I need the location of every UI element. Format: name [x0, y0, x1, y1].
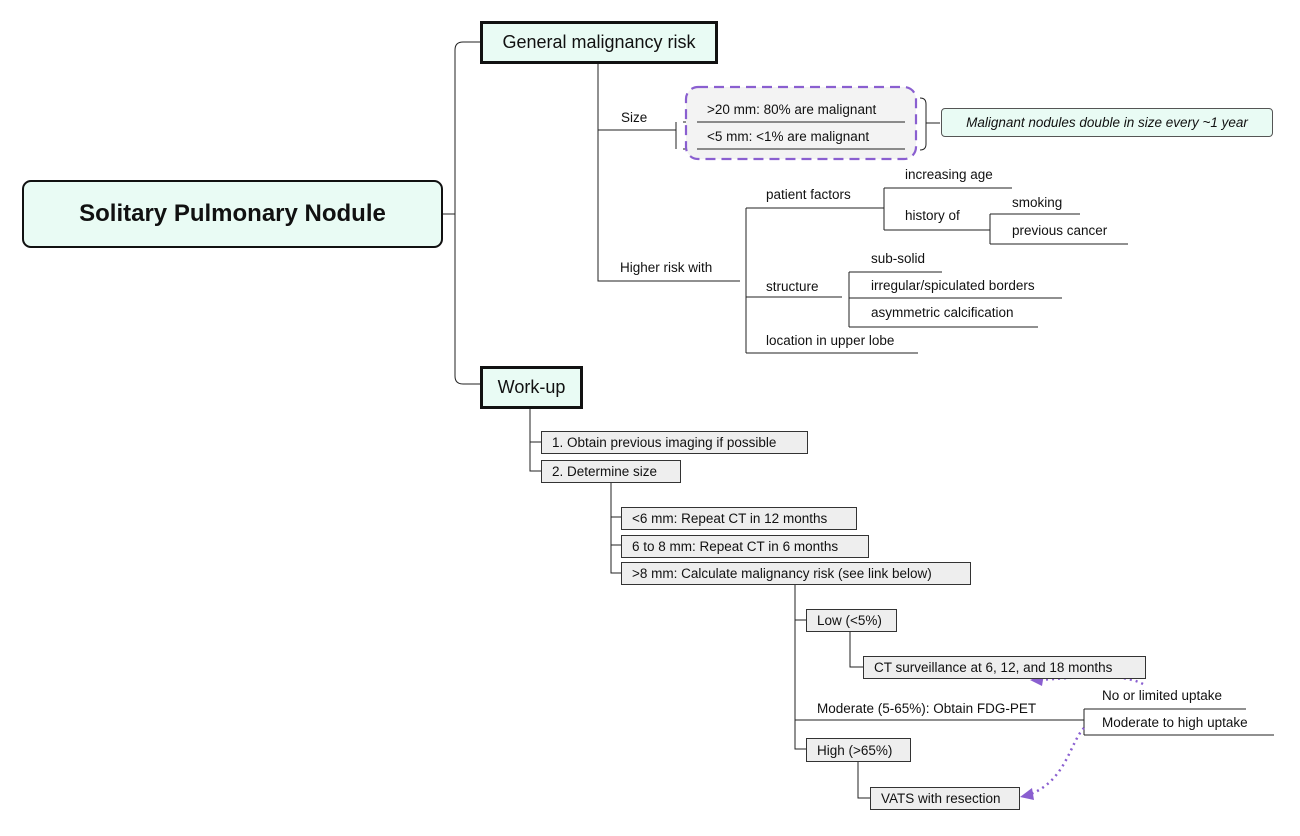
doubling-time-callout[interactable]: Malignant nodules double in size every ~…	[941, 108, 1273, 137]
work-up-node[interactable]: Work-up	[480, 366, 583, 409]
history-item[interactable]: previous cancer	[1012, 223, 1108, 238]
risk-moderate[interactable]: Moderate (5-65%): Obtain FDG-PET	[817, 701, 1037, 716]
high-action[interactable]: VATS with resection	[870, 787, 1020, 810]
size-branch[interactable]: 6 to 8 mm: Repeat CT in 6 months	[621, 535, 869, 558]
low-action[interactable]: CT surveillance at 6, 12, and 18 months	[863, 656, 1146, 679]
history-of-label[interactable]: history of	[905, 208, 960, 223]
increasing-age-label[interactable]: increasing age	[905, 167, 993, 182]
risk-high[interactable]: High (>65%)	[806, 738, 911, 762]
workup-step[interactable]: 1. Obtain previous imaging if possible	[541, 431, 808, 454]
arrowhead-icon	[1020, 788, 1034, 800]
location-label[interactable]: location in upper lobe	[766, 333, 895, 348]
structure-label[interactable]: structure	[766, 279, 819, 294]
size-label[interactable]: Size	[621, 110, 648, 125]
structure-item[interactable]: asymmetric calcification	[871, 305, 1014, 320]
size-branch[interactable]: >8 mm: Calculate malignancy risk (see li…	[621, 562, 971, 585]
higher-risk-label[interactable]: Higher risk with	[620, 260, 713, 275]
size-branch[interactable]: <6 mm: Repeat CT in 12 months	[621, 507, 857, 530]
uptake-item[interactable]: Moderate to high uptake	[1102, 715, 1248, 730]
uptake-item[interactable]: No or limited uptake	[1102, 688, 1223, 703]
dashed-size-group	[684, 85, 918, 161]
root-node[interactable]: Solitary Pulmonary Nodule	[22, 180, 443, 248]
size-item[interactable]: <5 mm: <1% are malignant	[707, 129, 870, 144]
history-item[interactable]: smoking	[1012, 195, 1063, 210]
patient-factors-label[interactable]: patient factors	[766, 187, 851, 202]
general-malignancy-risk-node[interactable]: General malignancy risk	[480, 21, 718, 64]
size-item[interactable]: >20 mm: 80% are malignant	[707, 102, 877, 117]
uptake-to-vats-arrow	[1027, 727, 1085, 797]
structure-item[interactable]: sub-solid	[871, 251, 926, 266]
risk-low[interactable]: Low (<5%)	[806, 609, 897, 632]
workup-step[interactable]: 2. Determine size	[541, 460, 681, 483]
structure-item[interactable]: irregular/spiculated borders	[871, 278, 1035, 293]
